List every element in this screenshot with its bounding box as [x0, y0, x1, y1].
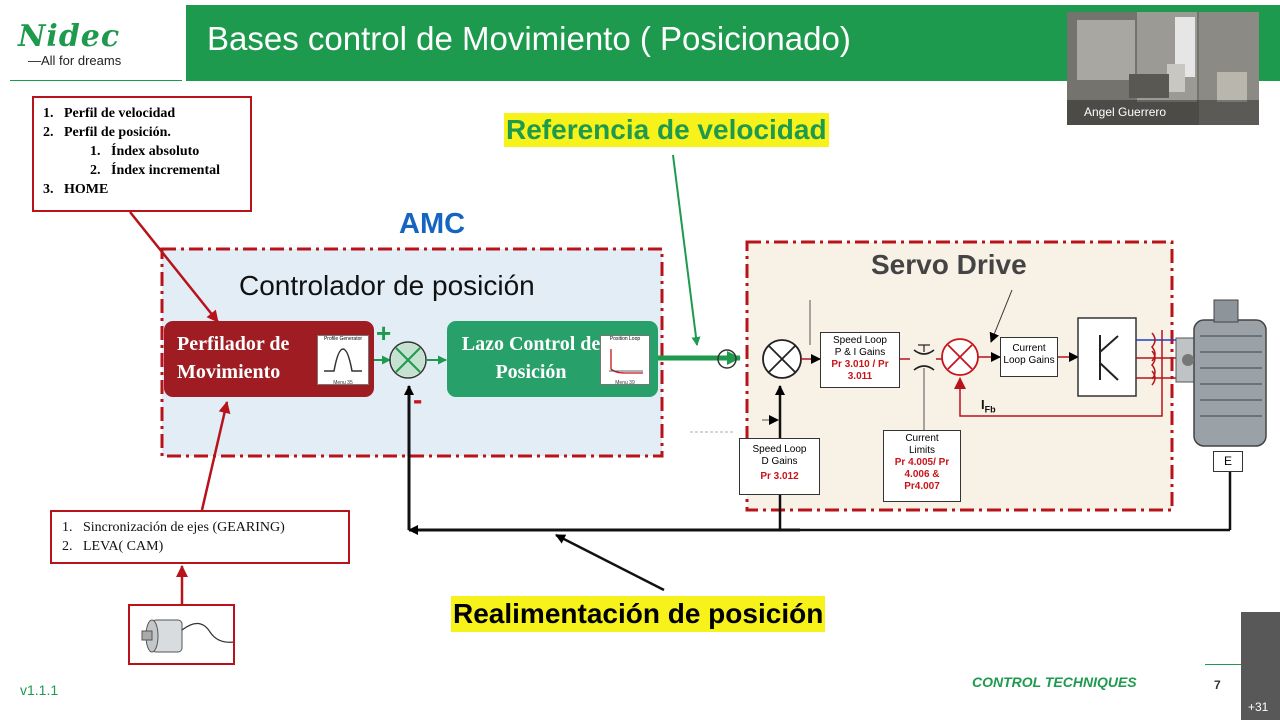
participant-video[interactable]: Angel Guerrero — [1067, 12, 1259, 125]
participants-panel[interactable]: +31 — [1241, 612, 1280, 720]
logo-underline — [10, 80, 182, 81]
motor-icon — [1175, 299, 1267, 447]
profile-generator-icon-caption: Menu 35 — [333, 380, 353, 386]
speed-loop-d-title: Speed Loop D Gains — [752, 444, 807, 467]
current-feedback-label: IFb — [981, 397, 996, 415]
servo-drive-frame — [745, 240, 1174, 512]
speed-reference-label: Referencia de velocidad — [504, 113, 829, 147]
logo-word: Nidec — [18, 19, 121, 54]
video-scene-icon — [1067, 12, 1259, 125]
position-feedback-label: Realimentación de posición — [451, 596, 826, 632]
current-loop-title: Current Loop Gains — [1003, 343, 1055, 366]
speed-loop-pi-box: Speed Loop P & I Gains Pr 3.010 / Pr 3.0… — [820, 332, 900, 388]
minus-sign: - — [413, 384, 423, 415]
amc-label: AMC — [399, 208, 466, 240]
encoder-image-box — [128, 604, 235, 665]
profile-generator-icon-title: Profile Generator — [323, 336, 363, 342]
footer-divider — [1205, 664, 1241, 665]
current-limits-box: Current Limits Pr 4.005/ Pr 4.006 & Pr4.… — [883, 430, 961, 502]
nidec-logo: Nidec —All for dreams — [18, 19, 122, 69]
profile-list-box: 1. Perfil de velocidad 2. Perfil de posi… — [32, 96, 252, 212]
version-label: v1.1.1 — [20, 682, 59, 698]
plus-sign: + — [376, 318, 392, 348]
list-item: 1. Sincronización de ejes (GEARING) — [62, 520, 285, 535]
position-controller-label: Controlador de posición — [239, 270, 535, 301]
list-item: 3. HOME — [43, 182, 109, 197]
list-subitem: 1. Índex absoluto — [90, 144, 200, 159]
speed-loop-d-box: Speed Loop D Gains Pr 3.012 — [739, 438, 820, 495]
current-limits-params: Pr 4.005/ Pr 4.006 & Pr4.007 — [894, 457, 950, 492]
current-limits-title: Current Limits — [905, 433, 939, 456]
speed-loop-d-params: Pr 3.012 — [760, 471, 799, 482]
list-item: 2. LEVA( CAM) — [62, 539, 164, 554]
amc-frame — [160, 247, 664, 458]
encoder-icon — [141, 619, 235, 653]
participants-count-badge: +31 — [1248, 700, 1269, 714]
list-item: 2. Perfil de posición. — [43, 125, 171, 140]
encoder-box: E — [1213, 451, 1243, 472]
position-loop-icon: Position Loop Menu 39 — [600, 335, 650, 386]
current-loop-box: Current Loop Gains — [1000, 337, 1058, 377]
speed-loop-pi-title: Speed Loop P & I Gains — [833, 335, 887, 358]
logo-tagline: —All for dreams — [28, 53, 122, 68]
position-loop-label: Lazo Control de Posición — [461, 333, 601, 383]
speed-loop-pi-params: Pr 3.010 / Pr 3.011 — [831, 359, 889, 382]
page-number: 7 — [1214, 678, 1221, 692]
brand-logo: CONTROL TECHNIQUES — [972, 674, 1137, 690]
list-subitem: 2. Índex incremental — [90, 163, 221, 178]
sync-list-box: 1. Sincronización de ejes (GEARING) 2. L… — [50, 510, 350, 564]
profile-generator-icon: Profile Generator Menu 35 — [317, 335, 369, 386]
motion-profiler-label: Perfilador de Movimiento — [177, 333, 290, 383]
participant-name: Angel Guerrero — [1084, 105, 1167, 119]
page-title: Bases control de Movimiento ( Posicionad… — [207, 20, 851, 57]
position-loop-icon-caption: Menu 39 — [615, 380, 635, 386]
list-item: 1. Perfil de velocidad — [43, 106, 176, 121]
servo-drive-label: Servo Drive — [871, 249, 1027, 280]
position-loop-icon-title: Position Loop — [609, 336, 641, 342]
